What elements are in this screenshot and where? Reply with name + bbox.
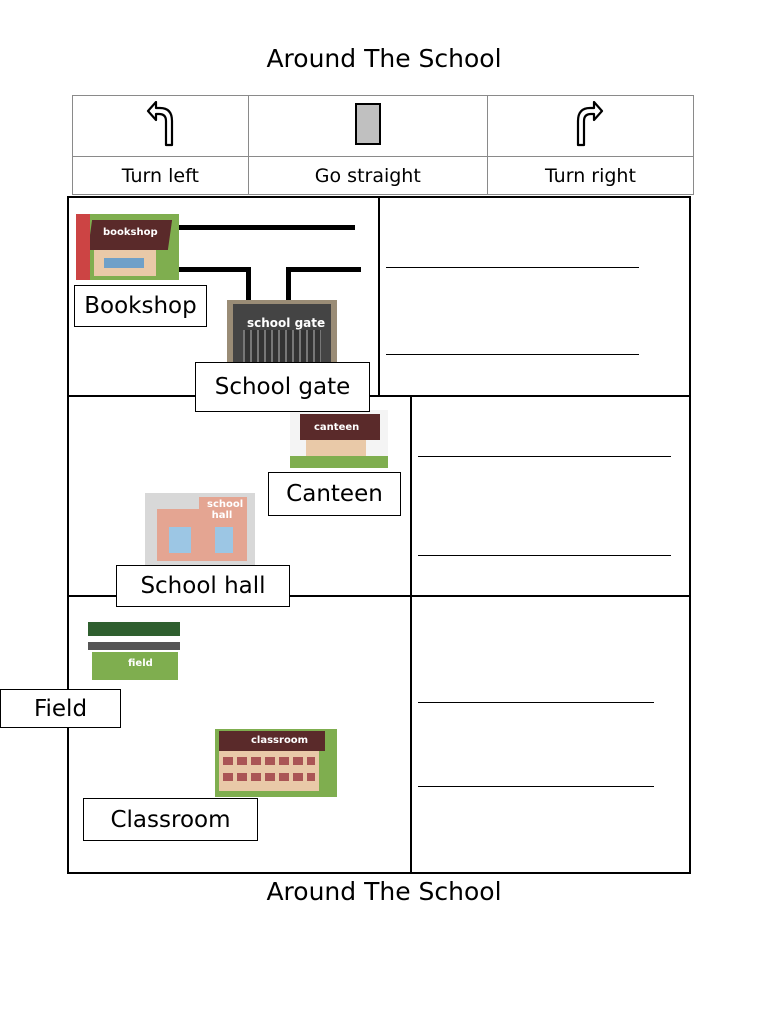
- answer-line[interactable]: [418, 456, 671, 457]
- bookshop-label[interactable]: Bookshop: [74, 285, 207, 327]
- school-hall-label[interactable]: School hall: [116, 565, 290, 607]
- grid-col-top: [378, 196, 380, 396]
- grid-col-lower: [410, 395, 412, 873]
- turn-right-arrow-icon: [577, 100, 604, 146]
- legend-label-right: Turn right: [486, 156, 695, 195]
- go-straight-icon: [354, 102, 381, 145]
- answer-line[interactable]: [418, 702, 654, 703]
- school-gate-sign: school gate: [247, 316, 326, 330]
- page-title-bottom: Around The School: [266, 877, 502, 906]
- canteen-picture: canteen: [290, 410, 388, 468]
- grid-bottom: [67, 872, 691, 874]
- classroom-label[interactable]: Classroom: [83, 798, 258, 841]
- legend-cell-right: [486, 95, 695, 157]
- turn-left-arrow-icon: [147, 100, 174, 146]
- road-line: [286, 267, 291, 307]
- school-gate-picture: school gate: [227, 300, 337, 362]
- canteen-label[interactable]: Canteen: [268, 472, 401, 516]
- grid-right: [689, 196, 691, 874]
- legend-cell-left: [72, 95, 249, 157]
- grid-row-1: [67, 395, 691, 397]
- school-gate-label[interactable]: School gate: [195, 362, 370, 412]
- answer-line[interactable]: [386, 354, 639, 355]
- legend-cell-straight: [247, 95, 488, 157]
- answer-line[interactable]: [418, 786, 654, 787]
- answer-line[interactable]: [418, 555, 671, 556]
- classroom-picture: classroom: [215, 729, 337, 797]
- legend-label-left: Turn left: [72, 156, 249, 195]
- road-line: [178, 267, 251, 272]
- bookshop-picture: bookshop: [76, 214, 179, 280]
- answer-line[interactable]: [386, 267, 639, 268]
- canteen-sign: canteen: [314, 422, 360, 433]
- field-picture: field: [88, 620, 180, 682]
- road-line: [178, 225, 355, 230]
- direction-legend: Turn left Go straight Turn right: [72, 95, 695, 195]
- grid-left: [67, 196, 69, 874]
- field-label[interactable]: Field: [0, 689, 121, 728]
- school-hall-sign: school hall: [207, 499, 244, 521]
- grid-row-2: [67, 595, 691, 597]
- field-sign: field: [128, 658, 153, 669]
- road-line: [246, 267, 251, 307]
- bookshop-sign: bookshop: [103, 227, 158, 238]
- classroom-sign: classroom: [251, 735, 309, 746]
- school-hall-picture: school hall: [145, 493, 255, 565]
- legend-label-straight: Go straight: [247, 156, 488, 195]
- page-title: Around The School: [266, 44, 502, 73]
- road-line: [286, 267, 361, 272]
